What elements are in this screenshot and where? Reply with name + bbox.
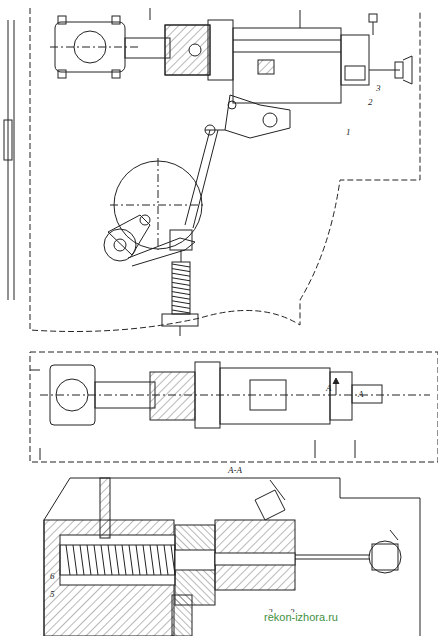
section-label: А-А (228, 466, 242, 475)
callout-number: 6 (50, 572, 55, 581)
callout-number: 2 (368, 98, 373, 107)
watermark: rekon-izhora.ru (262, 612, 340, 623)
callout-number: А (326, 384, 332, 393)
callout-number: 1 (346, 128, 351, 137)
callout-number: А (358, 390, 364, 399)
callout-number: 3 (376, 84, 381, 93)
callout-number: 5 (50, 590, 55, 599)
